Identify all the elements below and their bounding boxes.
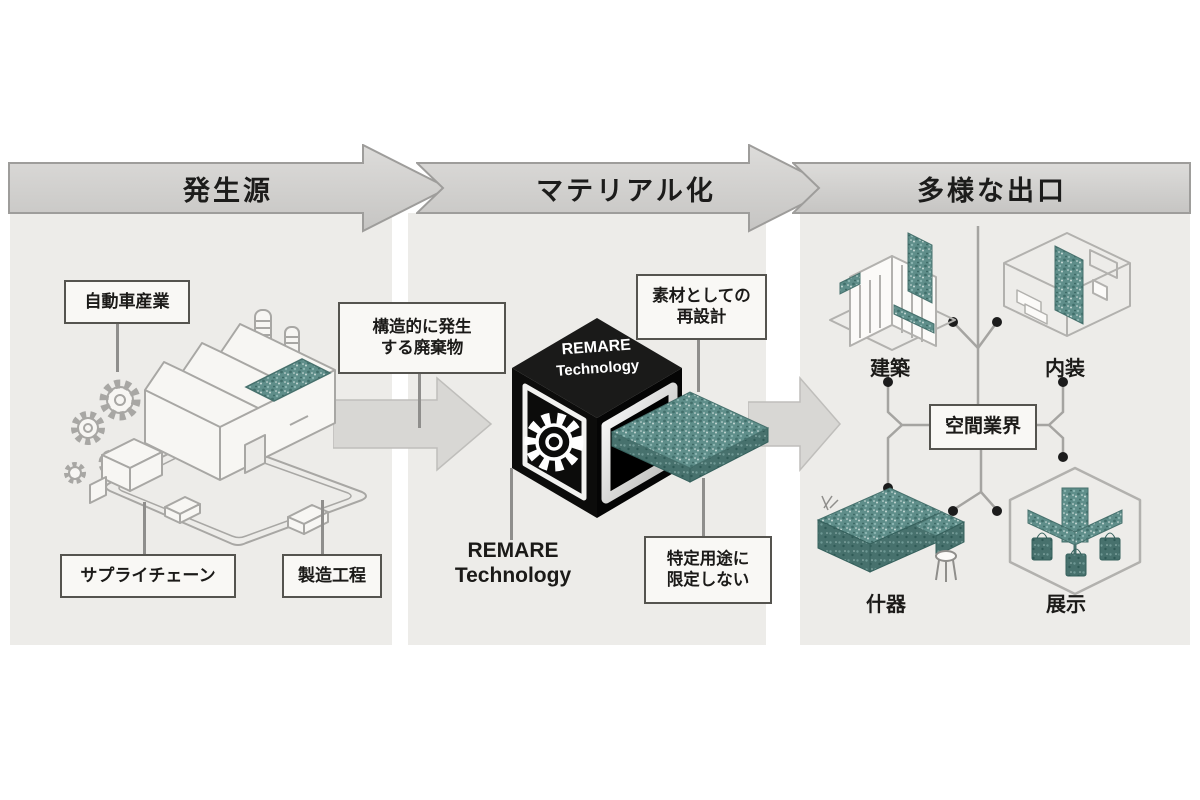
building-balcony-panel (893, 304, 935, 334)
waste-label-line1: 構造的に発生 (372, 317, 472, 336)
roof-panel-icon (244, 358, 332, 402)
interior-wall-panel (1054, 245, 1084, 325)
building-tower-panel (907, 232, 933, 304)
flow-header-outlets: 多様な出口 (917, 175, 1067, 206)
flow-arrow-left-icon (333, 376, 493, 472)
building-icon (829, 232, 956, 351)
shopping-bags-icon (1031, 532, 1121, 577)
connector-line (418, 370, 421, 428)
interior-label: 内装 (1045, 358, 1085, 380)
connector-line (116, 320, 119, 372)
flow-header-source: 発生源 (183, 175, 273, 206)
exhibition-label: 展示 (1046, 594, 1086, 616)
flow-header-materialize: マテリアル化 (536, 175, 716, 206)
connector-line (510, 468, 513, 540)
dock-boxes-icon (89, 438, 163, 504)
manufacturing-label: 製造工程 (298, 565, 366, 585)
waste-label-box: 構造的に発生 する廃棄物 (338, 302, 506, 374)
redesign-label-box: 素材としての 再設計 (636, 274, 767, 340)
industry-label-box: 自動車産業 (64, 280, 190, 324)
remare-cube-icon (512, 318, 770, 518)
waste-label-line2: する廃棄物 (380, 339, 464, 357)
material-board-icon (610, 391, 770, 483)
remare-caption: REMARE Technology (440, 538, 586, 588)
connector-line (143, 502, 146, 554)
building-awning-panel (839, 272, 861, 295)
connector-dot (883, 317, 1068, 516)
remare-caption-line1: REMARE (467, 539, 559, 562)
truck-icon (164, 496, 329, 535)
redesign-label-line1: 素材としての (652, 286, 751, 305)
counter-icon (816, 487, 966, 582)
connector-line (702, 478, 705, 536)
redesign-label-line2: 再設計 (676, 308, 727, 326)
interior-icon (1003, 232, 1131, 337)
header-arrow-source (8, 144, 450, 233)
connector-line (697, 336, 700, 392)
industry-label: 自動車産業 (84, 291, 170, 311)
not-limited-label-line2: 限定しない (666, 571, 750, 589)
connector-line (321, 500, 324, 554)
not-limited-label-box: 特定用途に 限定しない (644, 536, 772, 604)
cube-gear-icon (524, 412, 584, 472)
plant-icon (821, 495, 839, 511)
header-band-outlets (792, 162, 1191, 214)
architecture-label: 建築 (870, 358, 910, 380)
interior-sofa (1016, 289, 1048, 325)
stool-icon (935, 550, 957, 582)
manufacturing-label-box: 製造工程 (282, 554, 382, 598)
counter-body (816, 487, 966, 573)
cube-title: REMARE Technology (537, 334, 658, 382)
not-limited-label-line1: 特定用途に (666, 549, 750, 568)
exhibition-panels (1027, 487, 1123, 574)
exhibition-icon (1008, 466, 1142, 596)
remare-caption-line2: Technology (454, 564, 572, 588)
supply-chain-label-box: サプライチェーン (60, 554, 236, 598)
hub-label-box: 空間業界 (929, 404, 1037, 450)
connector-network (883, 226, 1068, 516)
fixtures-label: 什器 (866, 594, 906, 616)
factory-illustration-icon (64, 309, 367, 546)
hub-label: 空間業界 (944, 415, 1021, 437)
supply-chain-label: サプライチェーン (80, 565, 216, 585)
header-arrow-materialize (416, 144, 836, 233)
